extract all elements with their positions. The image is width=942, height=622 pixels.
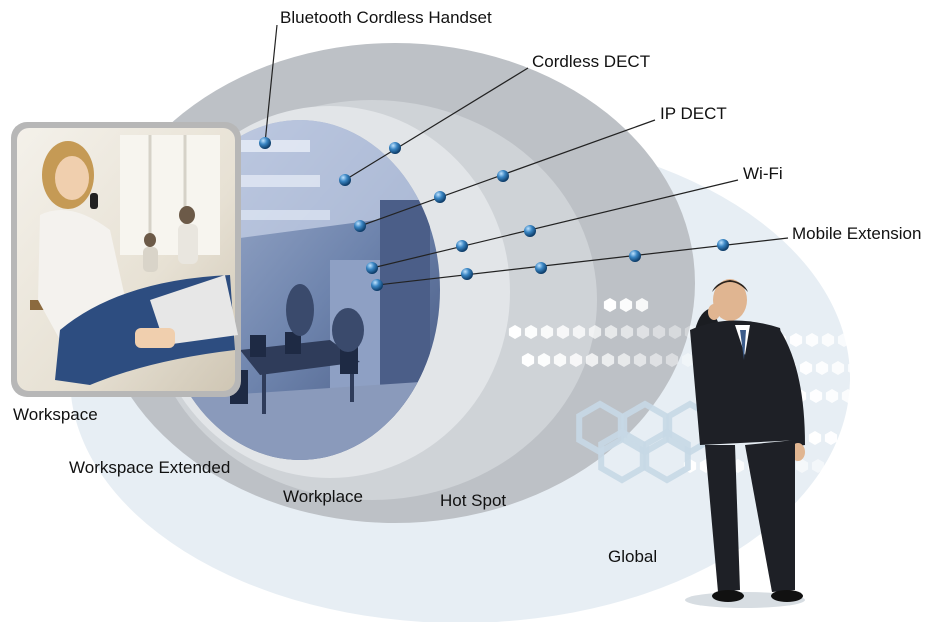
label-hot-spot: Hot Spot bbox=[440, 491, 507, 510]
hexagon-shape bbox=[643, 428, 691, 484]
hexagon-shape bbox=[872, 431, 886, 445]
hexagon-shape bbox=[821, 333, 835, 347]
hexagon-shape bbox=[665, 353, 679, 367]
node-mobile-1 bbox=[717, 239, 729, 251]
node-wifi-3 bbox=[366, 262, 378, 274]
hexagon-pattern bbox=[508, 298, 902, 484]
hexagon-shape bbox=[831, 361, 845, 375]
label-workspace-extended: Workspace Extended bbox=[69, 458, 231, 477]
hexagon-shape bbox=[840, 431, 854, 445]
hexagon-shape bbox=[853, 333, 867, 347]
hexagon-shape bbox=[652, 325, 666, 339]
hexagon-shape bbox=[556, 325, 570, 339]
hexagon-shape bbox=[620, 325, 634, 339]
hexagon-shape bbox=[795, 459, 809, 473]
label-workplace: Workplace bbox=[283, 487, 363, 506]
hexagon-shape bbox=[649, 353, 663, 367]
hexagon-shape bbox=[521, 353, 535, 367]
label-ip-dect: IP DECT bbox=[660, 104, 727, 123]
node-ip-dect-3 bbox=[354, 220, 366, 232]
woman-photo bbox=[11, 122, 241, 397]
hexagon-shape bbox=[598, 428, 646, 484]
hexagon-shape bbox=[856, 431, 870, 445]
node-mobile-2 bbox=[629, 250, 641, 262]
hexagon-shape bbox=[799, 361, 813, 375]
hexagon-shape bbox=[805, 333, 819, 347]
hexagon-shape bbox=[863, 361, 877, 375]
line-cordless-dect bbox=[344, 67, 529, 181]
label-wi-fi: Wi-Fi bbox=[743, 164, 783, 183]
hexagon-shape bbox=[837, 333, 851, 347]
hexagon-shape bbox=[569, 353, 583, 367]
hexagon-shape bbox=[815, 361, 829, 375]
label-bluetooth-cordless-handset: Bluetooth Cordless Handset bbox=[280, 8, 492, 27]
hexagon-shape bbox=[841, 389, 855, 403]
hexagon-shape bbox=[888, 431, 902, 445]
hexagon-shape bbox=[789, 333, 803, 347]
label-global: Global bbox=[608, 547, 658, 566]
node-mobile-5 bbox=[371, 279, 383, 291]
label-cordless-dect: Cordless DECT bbox=[532, 52, 651, 71]
hexagon-shape bbox=[572, 325, 586, 339]
hexagon-shape bbox=[617, 353, 631, 367]
hexagon-shape bbox=[635, 298, 649, 312]
hexagon-shape bbox=[681, 353, 695, 367]
hexagon-shape bbox=[811, 459, 825, 473]
hexagon-shape bbox=[825, 389, 839, 403]
node-mobile-4 bbox=[461, 268, 473, 280]
hexagon-shape bbox=[508, 325, 522, 339]
hexagon-shape bbox=[847, 361, 861, 375]
node-cordless-dect-1 bbox=[389, 142, 401, 154]
hexagon-shape bbox=[601, 353, 615, 367]
node-bluetooth bbox=[259, 137, 271, 149]
label-workspace: Workspace bbox=[13, 405, 98, 424]
hexagon-shape bbox=[537, 353, 551, 367]
nodes bbox=[259, 137, 729, 291]
hexagon-shape bbox=[524, 325, 538, 339]
hexagon-shape bbox=[585, 353, 599, 367]
hexagon-shape bbox=[857, 389, 871, 403]
hexagon-shape bbox=[540, 325, 554, 339]
node-ip-dect-1 bbox=[497, 170, 509, 182]
hexagon-shape bbox=[633, 353, 647, 367]
hexagon-shape bbox=[603, 298, 617, 312]
node-wifi-2 bbox=[456, 240, 468, 252]
hexagon-shape bbox=[809, 389, 823, 403]
label-mobile-extension: Mobile Extension bbox=[792, 224, 922, 243]
hexagon-shape bbox=[588, 325, 602, 339]
line-bluetooth bbox=[264, 24, 278, 144]
hexagon-shape bbox=[827, 459, 841, 473]
hexagon-shape bbox=[668, 325, 682, 339]
hexagon-shape bbox=[553, 353, 567, 367]
node-ip-dect-2 bbox=[434, 191, 446, 203]
node-cordless-dect-2 bbox=[339, 174, 351, 186]
hexagon-shape bbox=[824, 431, 838, 445]
hexagon-shape bbox=[619, 298, 633, 312]
line-wifi bbox=[371, 179, 739, 269]
hexagon-shape bbox=[636, 325, 650, 339]
hexagon-shape bbox=[604, 325, 618, 339]
node-mobile-3 bbox=[535, 262, 547, 274]
node-wifi-1 bbox=[524, 225, 536, 237]
hexagon-shape bbox=[808, 431, 822, 445]
man-figure bbox=[685, 279, 805, 608]
